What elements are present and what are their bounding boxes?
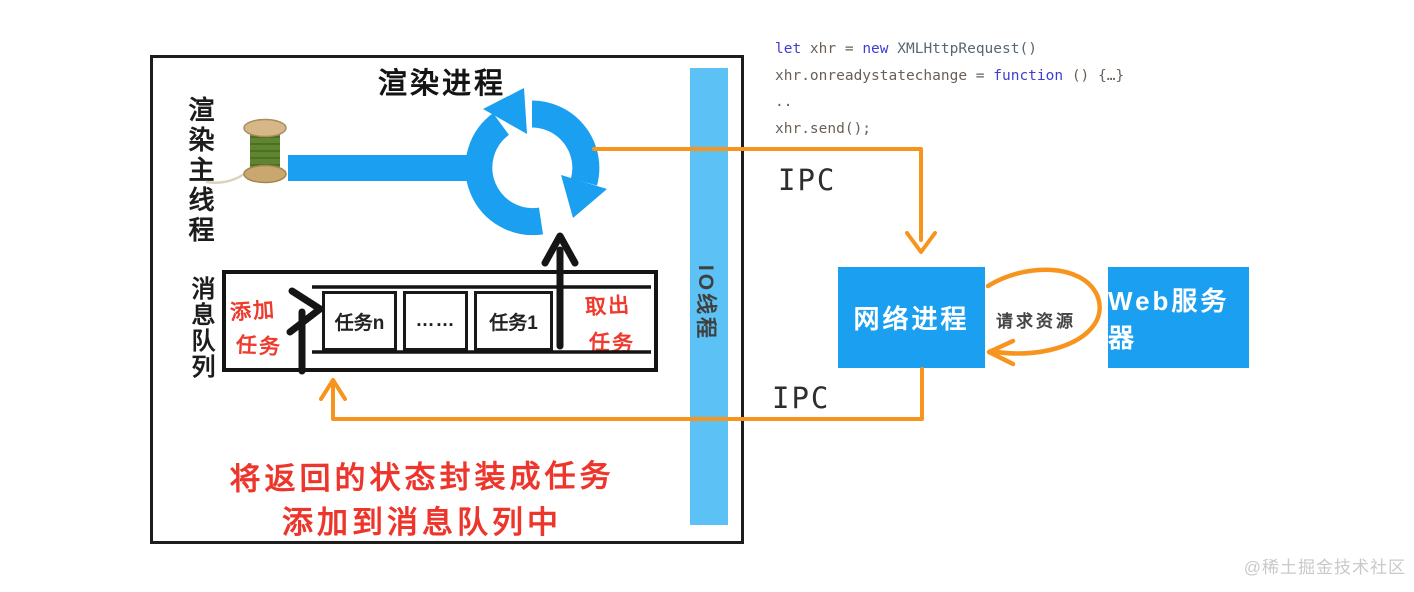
io-thread-bar bbox=[690, 68, 728, 525]
ipc-top-label: IPC bbox=[778, 163, 837, 197]
render-process-title: 渲染进程 bbox=[377, 68, 506, 100]
network-process-label: 网络进程 bbox=[853, 304, 970, 334]
message-queue-label: 消息队列 bbox=[187, 276, 214, 380]
task-item-n: 任务n bbox=[322, 291, 397, 351]
io-thread-label: IO线程 bbox=[694, 264, 717, 342]
caption-line1: 将返回的状态封装成任务 bbox=[229, 458, 615, 497]
code-line: xhr.send(); bbox=[775, 120, 872, 137]
code-line: let xhr = new XMLHttpRequest() bbox=[775, 41, 1037, 57]
render-main-thread-label: 渲染主线程 bbox=[185, 96, 215, 246]
network-process-box: 网络进程 bbox=[838, 267, 985, 368]
task-item-1: 任务1 bbox=[474, 291, 553, 351]
add-task-label-line2: 任务 bbox=[235, 333, 283, 360]
task-item-ellipsis: …… bbox=[403, 291, 468, 351]
code-line: xhr.onreadystatechange = function () {…} bbox=[775, 67, 1125, 84]
add-task-label-line1: 添加 bbox=[229, 298, 277, 325]
ipc-bottom-label: IPC bbox=[772, 381, 831, 415]
takeout-task-label-line1: 取出 bbox=[584, 293, 632, 320]
render-process-box bbox=[150, 55, 744, 544]
caption-line2: 添加到消息队列中 bbox=[282, 505, 562, 540]
code-line: .. bbox=[775, 94, 793, 110]
juejin-watermark: @稀土掘金技术社区 bbox=[1243, 558, 1406, 577]
request-resource-label: 请求资源 bbox=[996, 312, 1076, 331]
takeout-task-label-line2: 任务 bbox=[588, 331, 636, 356]
web-server-label: Web服务器 bbox=[1108, 285, 1230, 353]
web-server-box: Web服务器 bbox=[1108, 267, 1249, 368]
xhr-code-snippet: let xhr = new XMLHttpRequest() xhr.onread… bbox=[775, 36, 1124, 142]
